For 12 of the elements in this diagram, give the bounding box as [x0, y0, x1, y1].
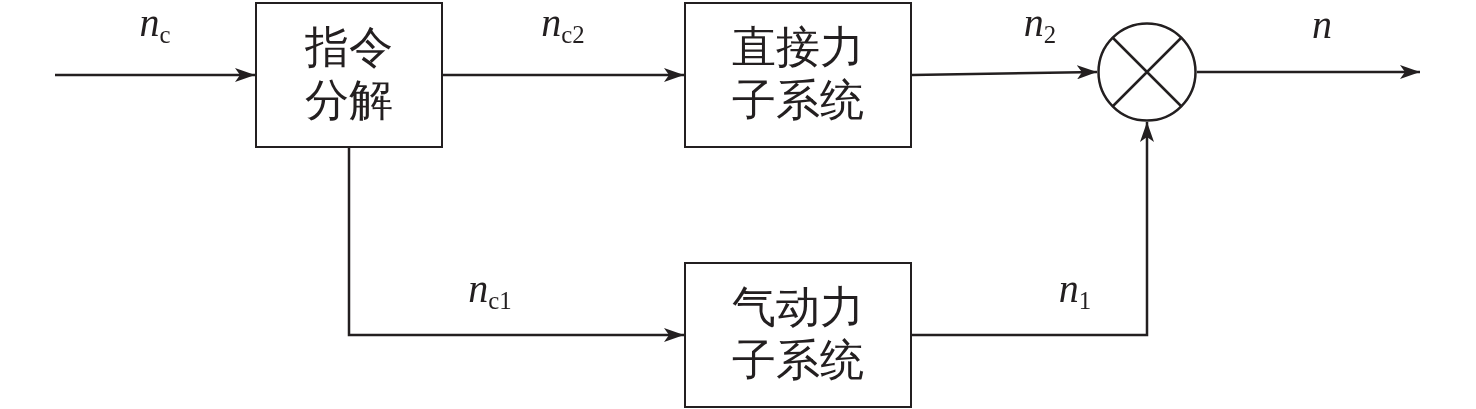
process-box [255, 2, 443, 148]
arrow [55, 68, 255, 82]
arrow [911, 65, 1098, 80]
process-box [684, 262, 912, 408]
arrow [347, 148, 684, 342]
box-label: 指令分解 [305, 22, 393, 127]
box-label: 气动力子系统 [732, 282, 864, 387]
arrow [1197, 65, 1420, 79]
arrow [443, 68, 684, 82]
arrow [912, 122, 1154, 337]
box-label: 直接力子系统 [732, 22, 864, 127]
process-box [684, 2, 912, 148]
